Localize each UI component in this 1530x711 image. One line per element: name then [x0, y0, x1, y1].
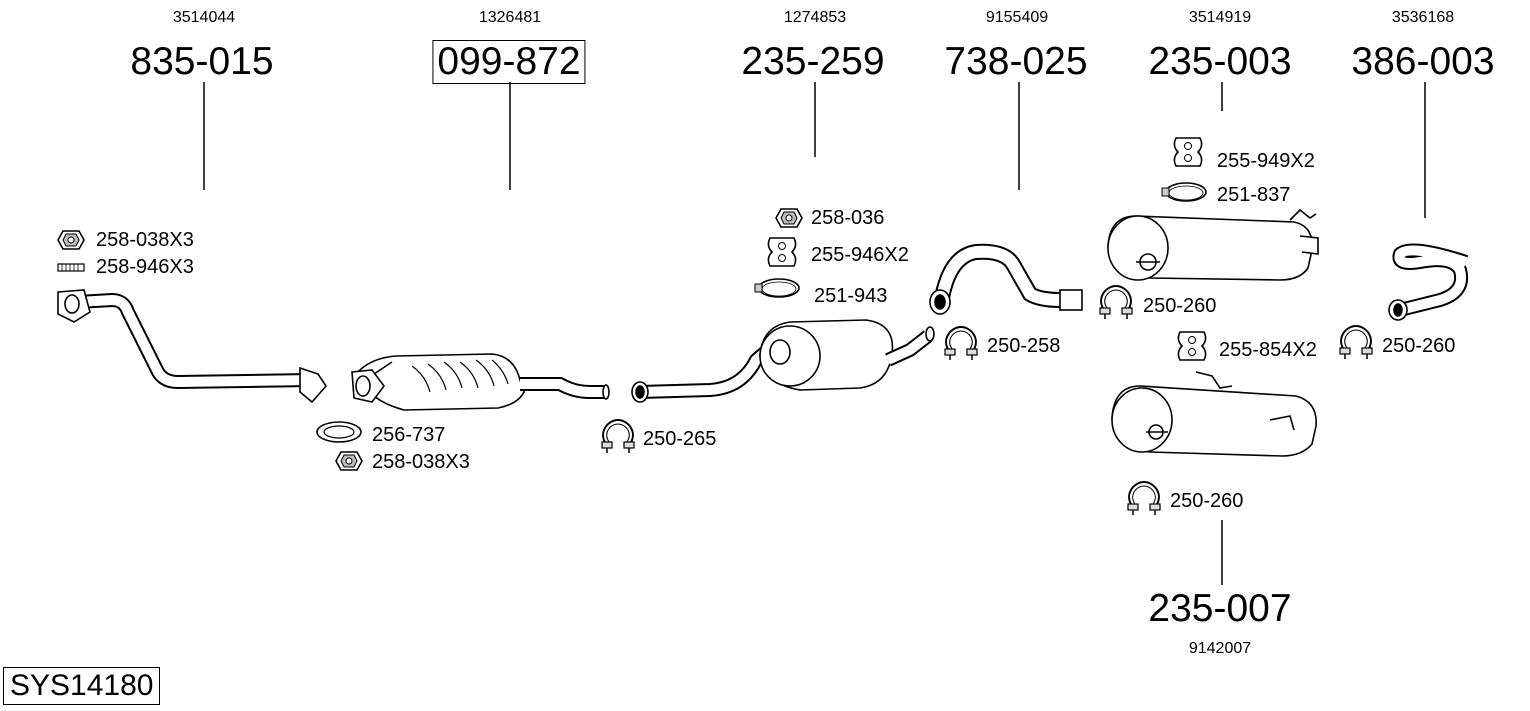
strap-clamp-icon: [754, 278, 800, 298]
clamp-icon: [601, 419, 635, 454]
part-number-link-selected[interactable]: 099-872: [432, 40, 586, 84]
tail-pipe-part[interactable]: [1388, 243, 1469, 321]
clamp-icon: [944, 326, 978, 361]
stud-icon: [57, 263, 85, 272]
oe-number: 3514919: [1188, 9, 1252, 26]
nut-icon: [57, 230, 85, 250]
front-pipe-part[interactable]: [57, 289, 328, 404]
rubber-hanger-icon: [1173, 137, 1203, 167]
accessory-label[interactable]: 250-265: [643, 428, 717, 450]
oe-number: 1274853: [783, 9, 847, 26]
accessory-label[interactable]: 256-737: [372, 424, 446, 446]
oe-number: 3536168: [1391, 9, 1455, 26]
oe-number: 3514044: [172, 9, 236, 26]
part-number-link[interactable]: 835-015: [130, 40, 274, 83]
rear-silencer-alt-part[interactable]: [1111, 371, 1317, 457]
oe-number: 9142007: [1188, 640, 1252, 657]
accessory-label[interactable]: 250-260: [1382, 335, 1456, 357]
part-number-link[interactable]: 235-259: [741, 40, 885, 83]
oe-number: 1326481: [478, 9, 542, 26]
accessory-label[interactable]: 258-038X3: [96, 229, 194, 251]
clamp-icon: [1127, 481, 1161, 516]
rubber-hanger-icon: [1177, 331, 1207, 361]
gasket-ring-icon: [316, 421, 362, 443]
oe-number: 9155409: [985, 9, 1049, 26]
rubber-hanger-icon: [767, 237, 797, 267]
part-number-link[interactable]: 386-003: [1351, 40, 1495, 83]
center-silencer-part[interactable]: [631, 319, 935, 403]
accessory-label[interactable]: 251-943: [814, 285, 888, 307]
accessory-label[interactable]: 250-258: [987, 335, 1061, 357]
accessory-label[interactable]: 258-038X3: [372, 451, 470, 473]
rear-silencer-part[interactable]: [1107, 208, 1319, 281]
accessory-label[interactable]: 255-949X2: [1217, 150, 1315, 172]
clamp-icon: [1099, 285, 1133, 320]
accessory-label[interactable]: 251-837: [1217, 184, 1291, 206]
intermediate-pipe-part[interactable]: [929, 243, 1083, 315]
strap-clamp-icon: [1161, 182, 1207, 202]
accessory-label[interactable]: 250-260: [1143, 295, 1217, 317]
part-number-link[interactable]: 738-025: [944, 40, 1088, 83]
part-number-link[interactable]: 235-007: [1148, 587, 1292, 630]
clamp-icon: [1339, 325, 1373, 360]
leader-lines: [203, 82, 1426, 585]
nut-icon: [775, 208, 803, 228]
accessory-label[interactable]: 258-946X3: [96, 256, 194, 278]
catalytic-converter-part[interactable]: [351, 353, 610, 411]
system-code-badge: SYS14180: [3, 667, 161, 705]
accessory-label[interactable]: 255-854X2: [1219, 339, 1317, 361]
accessory-label[interactable]: 250-260: [1170, 490, 1244, 512]
part-number-link[interactable]: 235-003: [1148, 40, 1292, 83]
nut-icon: [335, 451, 363, 471]
accessory-label[interactable]: 255-946X2: [811, 244, 909, 266]
accessory-label[interactable]: 258-036: [811, 207, 885, 229]
